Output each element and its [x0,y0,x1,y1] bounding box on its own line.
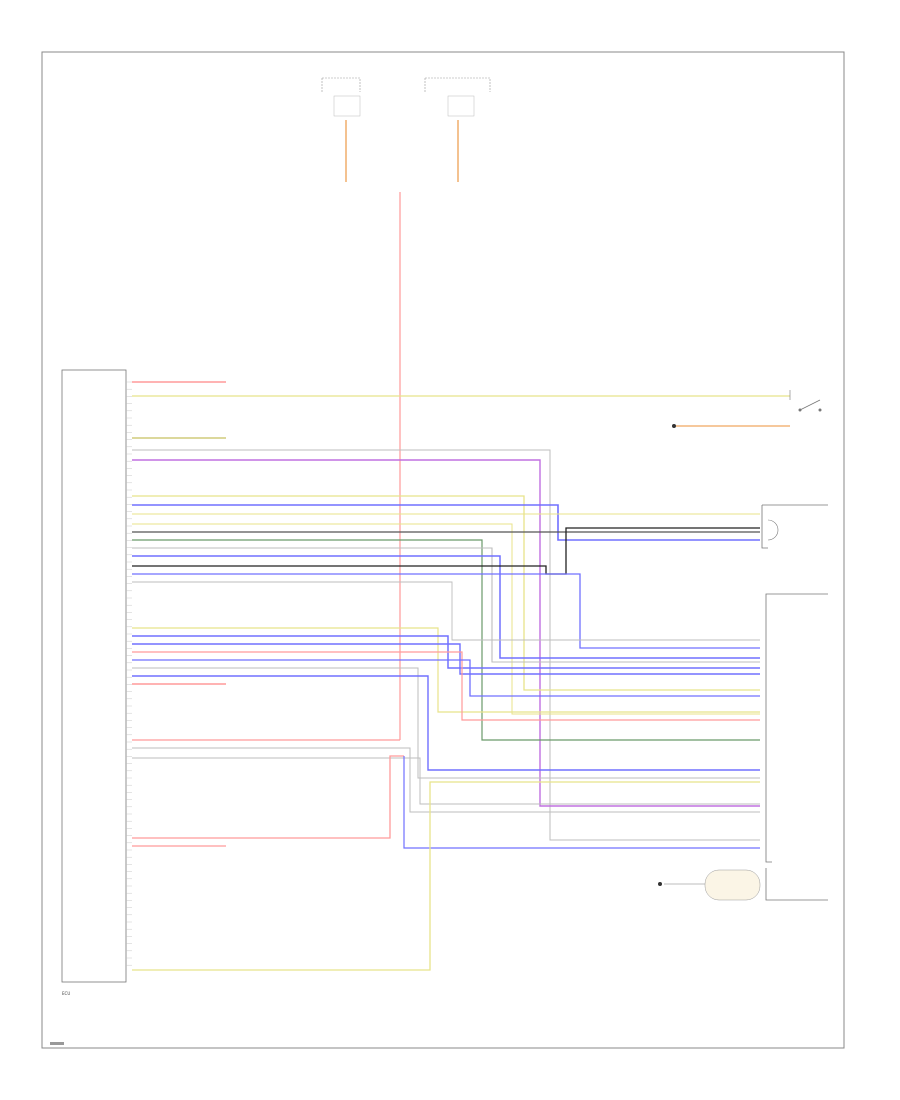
right-sensor-module [761,504,828,549]
wire-blue-7 [132,675,760,771]
wire-blue-2 [132,555,760,659]
wire-black [132,527,760,575]
wire-purple [132,459,760,807]
fuse-block-1 [321,77,361,182]
wire-gray-3 [132,581,760,641]
right-connector-block [658,593,828,901]
wire-blue-1 [132,504,760,541]
wire-yellow-4 [132,523,760,715]
wire-gray-1 [132,449,760,841]
wire-red-2 [132,651,760,721]
wire-blue-3 [132,573,760,649]
wire-yellow-6 [132,781,760,971]
diagram-frame [41,51,845,1049]
wire-group [132,381,790,971]
left-module [61,369,127,983]
wire-blue-8 [403,756,760,849]
right-switch [672,390,822,428]
wire-red-5 [132,755,404,839]
module-pins [126,381,132,966]
wire-gray-5 [132,747,760,813]
wire-yellow-5 [132,627,760,713]
wire-blue-6 [132,659,760,697]
corner-marker [50,1042,64,1045]
wire-gray-6 [132,757,760,805]
wire-yellow-2 [132,495,760,691]
wire-gray-4 [132,667,760,779]
wire-gray-2 [132,547,760,663]
wire-blue-5 [132,643,760,675]
left-module-label: ECU [62,991,70,996]
fuse-block-2 [424,77,491,182]
